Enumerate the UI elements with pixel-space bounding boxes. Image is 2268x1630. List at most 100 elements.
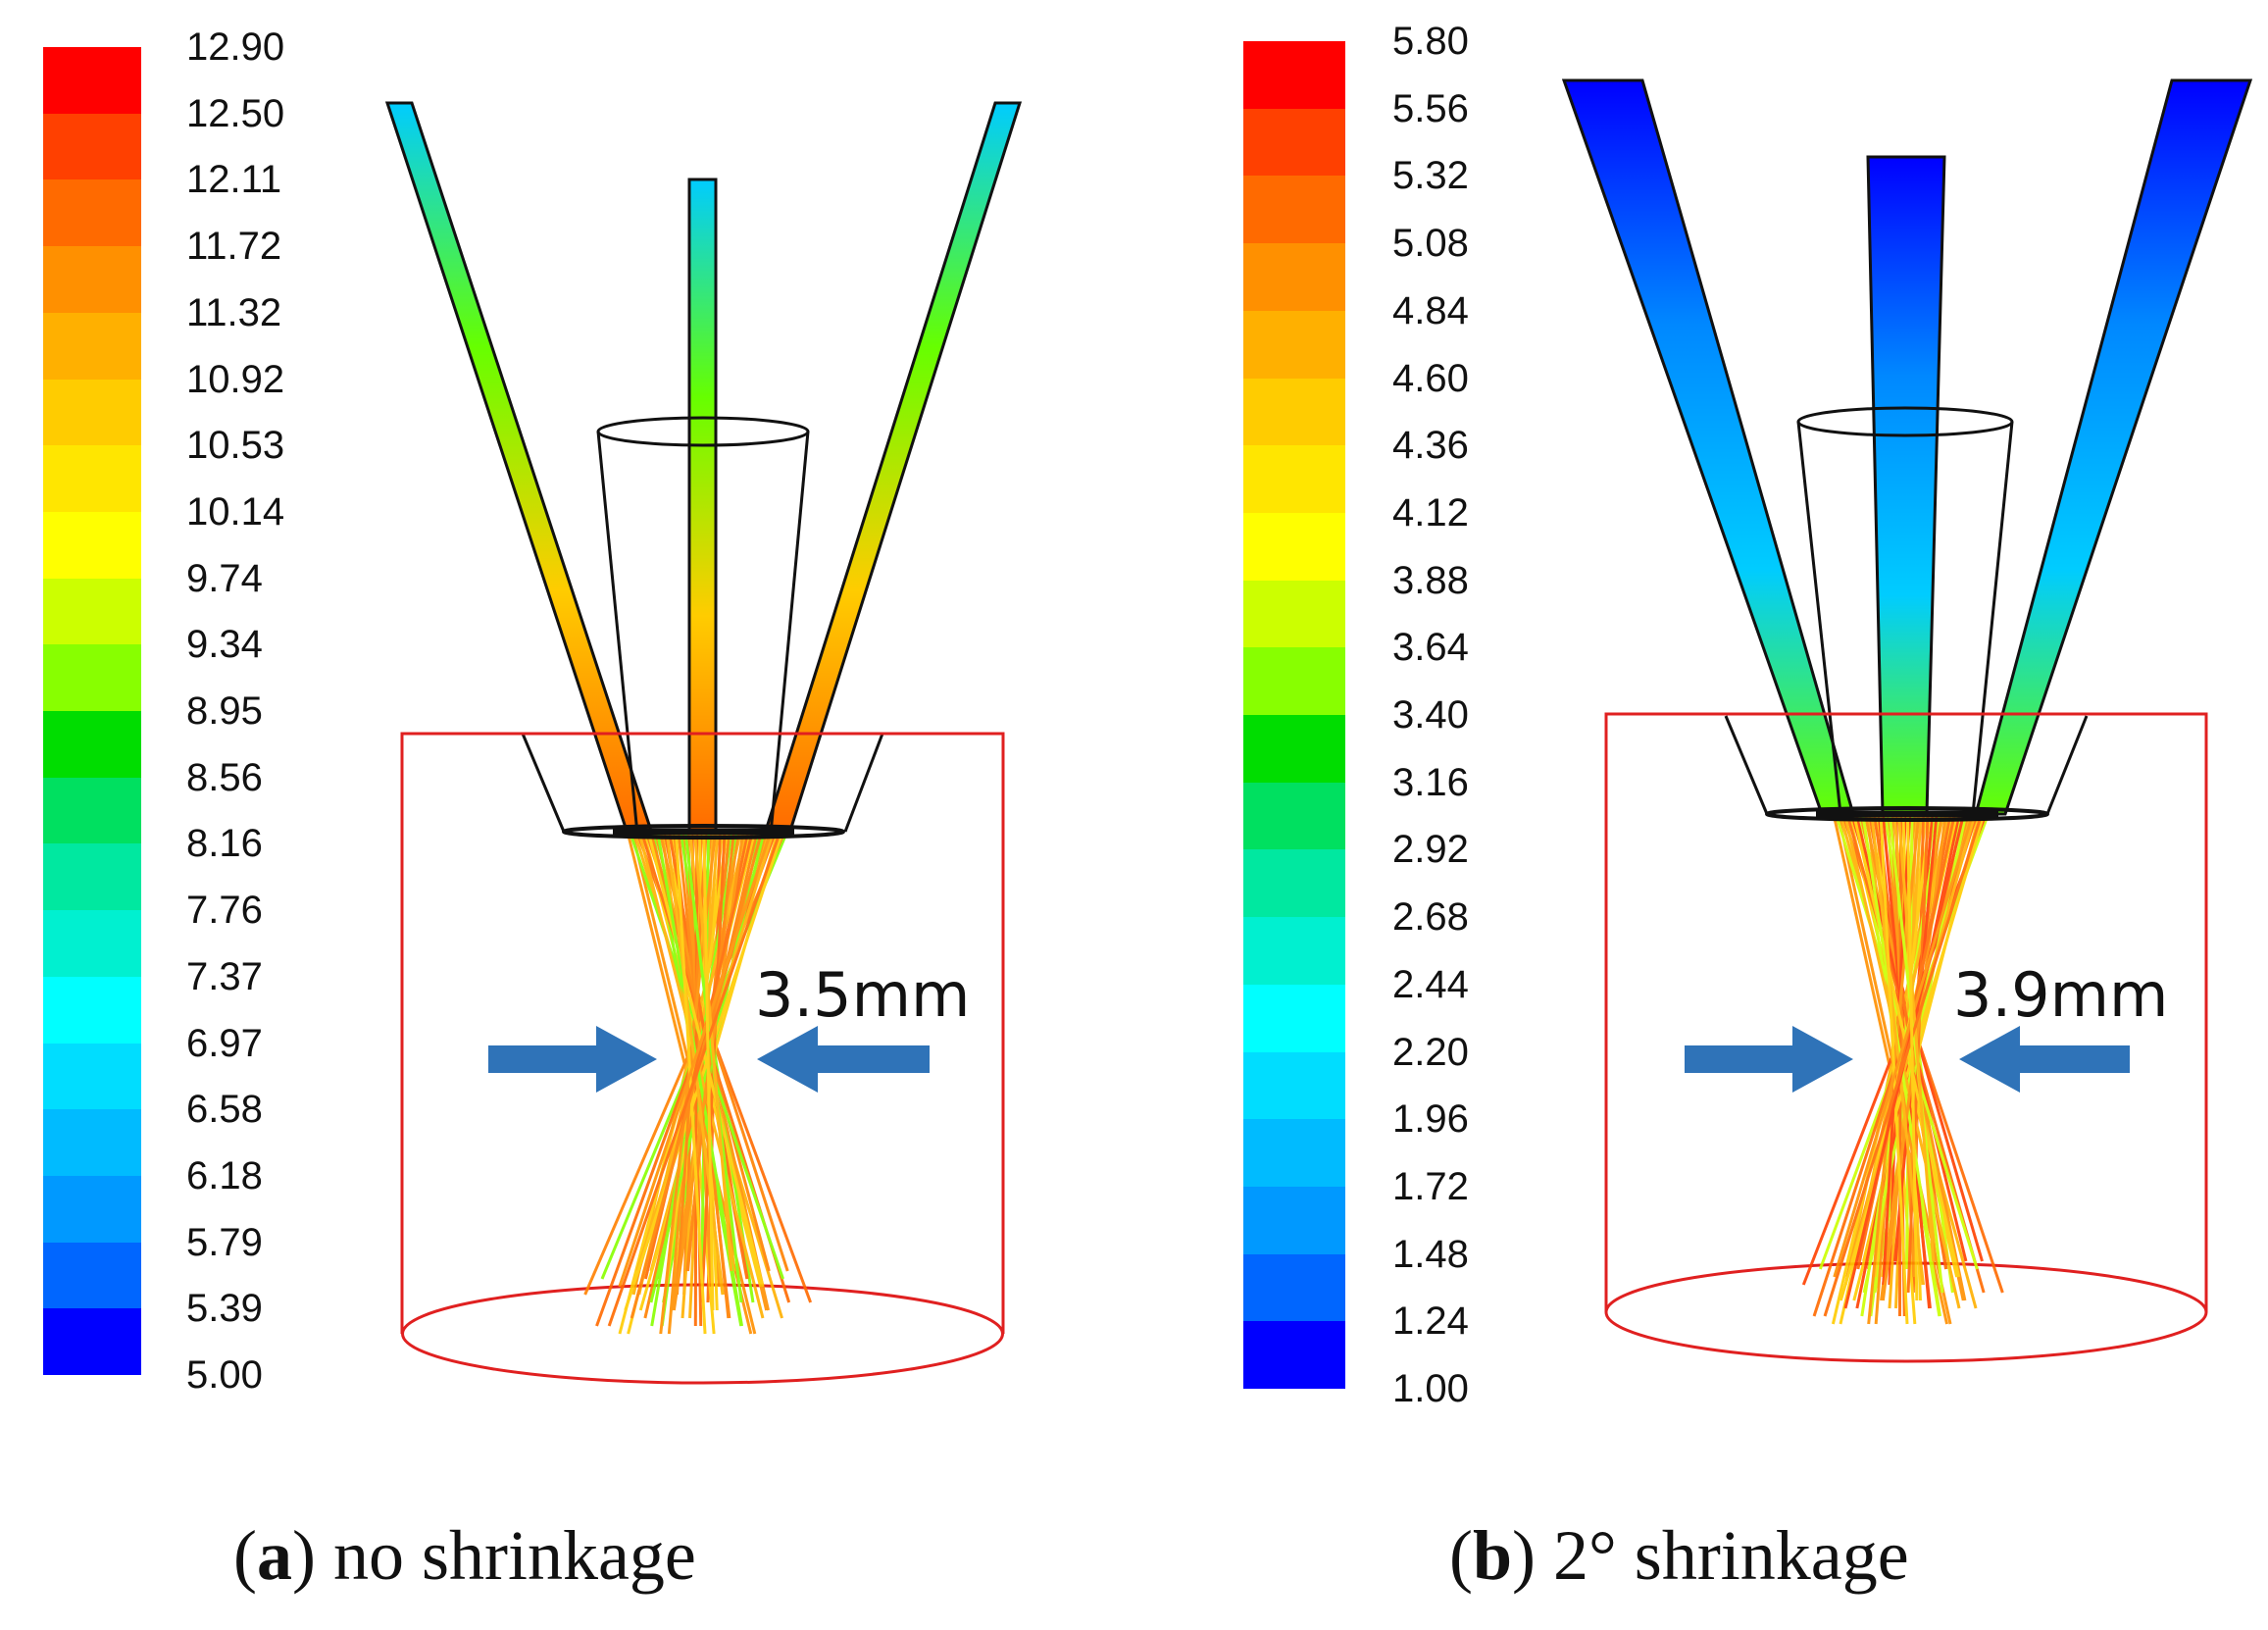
caption-a-letter: a (256, 1516, 292, 1595)
nozzle-channel-left (384, 101, 655, 836)
colorbar-segment (43, 843, 141, 911)
colorbar-b (1243, 41, 1345, 1390)
particle-trajectory (595, 831, 778, 1327)
arrow-left-icon (1959, 1026, 2130, 1093)
colorbar-segment (1243, 1186, 1345, 1255)
colorbar-tick-label: 1.48 (1392, 1232, 1469, 1276)
simulation-view-a: 3.5mm (384, 101, 1023, 1385)
particle-trajectory (628, 831, 784, 1280)
colorbar-tick-label: 12.50 (186, 91, 285, 135)
colorbar-tick-label: 9.74 (186, 556, 263, 600)
colorbar-segment (1243, 984, 1345, 1052)
colorbar-segment (1243, 243, 1345, 312)
colorbar-tick-label: 11.72 (186, 225, 282, 269)
colorbar-segment (1243, 1051, 1345, 1120)
colorbar-segment (43, 47, 141, 115)
colorbar-tick-label: 5.56 (1392, 86, 1469, 130)
colorbar-tick-label: 8.56 (186, 755, 263, 799)
particle-trajectories (1801, 813, 2004, 1325)
colorbar-segment (43, 1043, 141, 1110)
colorbar-segment (43, 312, 141, 380)
colorbar-segment (43, 1308, 141, 1376)
colorbar-tick-label: 4.36 (1392, 424, 1469, 468)
colorbar-segment (1243, 782, 1345, 850)
nozzle-shell-edge (521, 733, 566, 833)
nozzle-channel-center (687, 178, 718, 836)
colorbar-segment (43, 711, 141, 779)
particle-trajectories (583, 831, 813, 1335)
nozzle-channel-right (762, 101, 1023, 836)
particle-trajectory (624, 831, 784, 1311)
colorbar-tick-label: 2.68 (1392, 895, 1469, 940)
particle-trajectory (675, 831, 707, 1335)
caption-b: (b) 2° shrinkage (1449, 1516, 1909, 1595)
nozzle-channel-left (1561, 78, 1855, 816)
colorbar-segment (1243, 917, 1345, 986)
colorbar-segment (1243, 108, 1345, 177)
colorbar-tick-label: 12.11 (186, 158, 282, 202)
arrow-right-icon (1685, 1026, 1853, 1093)
colorbar-tick-label: 11.32 (186, 290, 282, 334)
particle-trajectory (646, 831, 765, 1288)
particle-trajectory (1879, 813, 1909, 1325)
colorbar-segment (1243, 512, 1345, 582)
arrow-right-icon (488, 1026, 657, 1093)
nozzle-cup-wall (1796, 421, 1842, 815)
colorbar-tick-label: 10.92 (186, 357, 285, 401)
colorbar-segment (1243, 1321, 1345, 1390)
simulation-view-b: 3.9mm (1561, 78, 2253, 1363)
colorbar-segment (43, 113, 141, 180)
focus-diameter-label: 3.9mm (1953, 959, 2168, 1031)
colorbar-tick-label: 5.00 (186, 1353, 263, 1397)
nozzle-shell-edge (1724, 715, 1769, 815)
particle-trajectory (637, 831, 765, 1319)
nozzle-cup-wall (769, 431, 810, 835)
colorbar-tick-label: 2.44 (1392, 962, 1469, 1006)
colorbar-segment (1243, 1119, 1345, 1188)
colorbar-tick-label: 5.39 (186, 1287, 263, 1331)
colorbar-segment (1243, 41, 1345, 110)
caption-a-text: no shrinkage (332, 1516, 696, 1595)
colorbar-tick-label: 4.12 (1392, 490, 1469, 535)
colorbar-segment (1243, 1253, 1345, 1322)
colorbar-segment (1243, 580, 1345, 648)
colorbar-a (43, 47, 141, 1376)
nozzle-exit-plate (1765, 806, 2049, 822)
nozzle-shell-edge (2045, 715, 2089, 815)
particle-trajectory (1896, 813, 1936, 1262)
colorbar-segment (43, 777, 141, 844)
colorbar-tick-label: 5.80 (1392, 20, 1469, 63)
colorbar-segment (1243, 647, 1345, 716)
particle-trajectory (1833, 813, 1975, 1278)
colorbar-segment (43, 910, 141, 978)
particle-trajectory (1905, 813, 1919, 1301)
colorbar-segment (43, 246, 141, 314)
nozzle-cup-wall (596, 431, 639, 835)
colorbar-tick-label: 7.76 (186, 889, 263, 933)
colorbar-segment (43, 379, 141, 446)
colorbar-tick-label: 4.84 (1392, 288, 1469, 332)
colorbar-tick-label: 9.34 (186, 623, 263, 667)
colorbar-segment (43, 976, 141, 1044)
arrow-left-icon (757, 1026, 930, 1093)
colorbar-tick-label: 5.08 (1392, 222, 1469, 266)
caption-a: (a) no shrinkage (233, 1516, 696, 1595)
colorbar-segment (1243, 849, 1345, 918)
colorbar-tick-label: 1.00 (1392, 1367, 1469, 1410)
colorbar-segment (1243, 310, 1345, 379)
colorbar-segment (43, 578, 141, 645)
colorbar-segment (43, 445, 141, 513)
colorbar-tick-label: 3.16 (1392, 760, 1469, 804)
nozzle-exit-plate (562, 824, 845, 840)
colorbar-tick-label: 8.95 (186, 689, 263, 733)
particle-trajectory (607, 831, 781, 1327)
domain-boundary (400, 732, 1005, 1334)
colorbar-tick-label: 4.60 (1392, 356, 1469, 400)
colorbar-segment (43, 511, 141, 580)
colorbar-segment (43, 1109, 141, 1177)
colorbar-segment (1243, 176, 1345, 244)
colorbar-tick-label: 5.79 (186, 1220, 263, 1264)
colorbar-tick-label: 6.18 (186, 1153, 263, 1197)
